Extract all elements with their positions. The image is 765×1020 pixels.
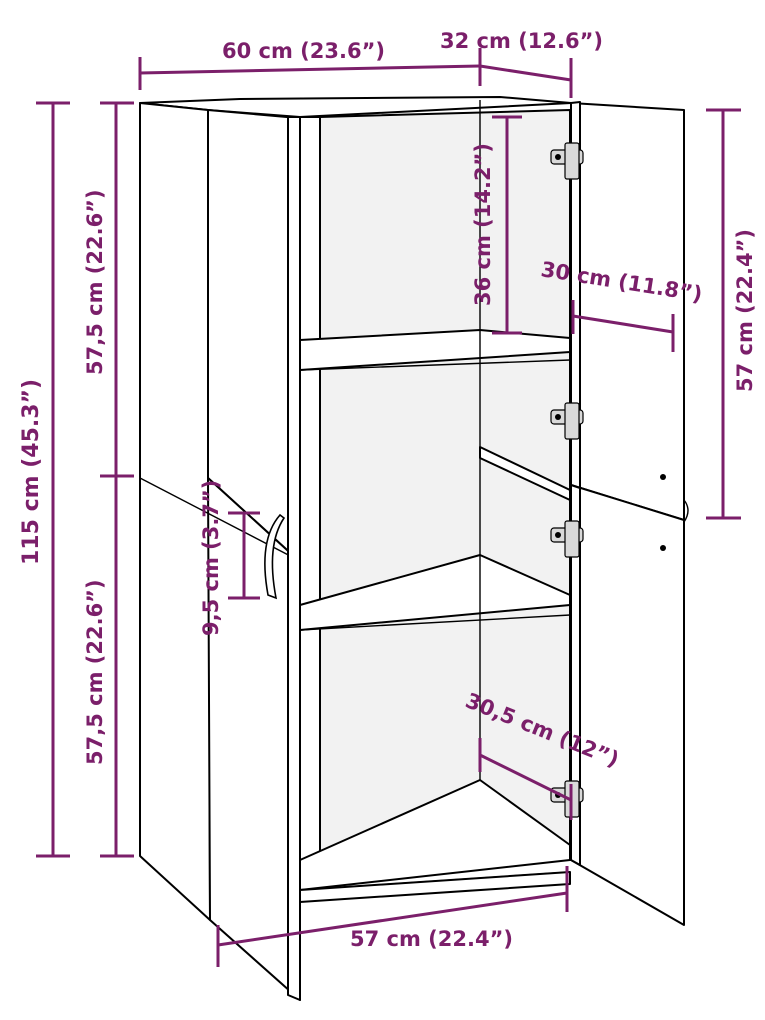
door-height-label: 57 cm (22.4”)	[733, 229, 757, 392]
compartment-height-label: 36 cm (14.2”)	[471, 143, 495, 306]
dimension-lines	[36, 48, 741, 967]
door-screw-hole	[660, 474, 666, 480]
inner-width-bottom-label: 57 cm (22.4”)	[350, 927, 513, 951]
door-hinge-icon	[550, 520, 584, 558]
upper-section-height-label: 57,5 cm (22.6”)	[83, 189, 107, 375]
cabinet-left-front-edge	[287, 116, 301, 1001]
cabinet-back-panel	[319, 109, 571, 861]
door-handle-icon	[264, 513, 286, 600]
upper-right-door-open	[570, 102, 685, 521]
upper-shelf-edge	[299, 359, 571, 371]
total-height-label: 115 cm (45.3”)	[19, 379, 44, 565]
door-screw-hole	[660, 545, 666, 551]
middle-shelf-edge	[299, 614, 571, 631]
lower-right-door-open	[570, 484, 685, 926]
cabinet-inner-left-wall	[299, 116, 321, 876]
depth-top-label: 32 cm (12.6”)	[440, 29, 603, 53]
lower-section-height-label: 57,5 cm (22.6”)	[83, 579, 107, 765]
door-hinge-icon	[550, 142, 584, 180]
lower-right-door-edge	[570, 484, 581, 866]
door-hinge-icon	[550, 402, 584, 440]
right-door-handle-edge	[683, 499, 689, 523]
cabinet-base-plinth	[299, 871, 571, 903]
handle-length-label: 9,5 cm (3.7”)	[199, 480, 223, 636]
width-top-label: 60 cm (23.6”)	[222, 39, 385, 63]
